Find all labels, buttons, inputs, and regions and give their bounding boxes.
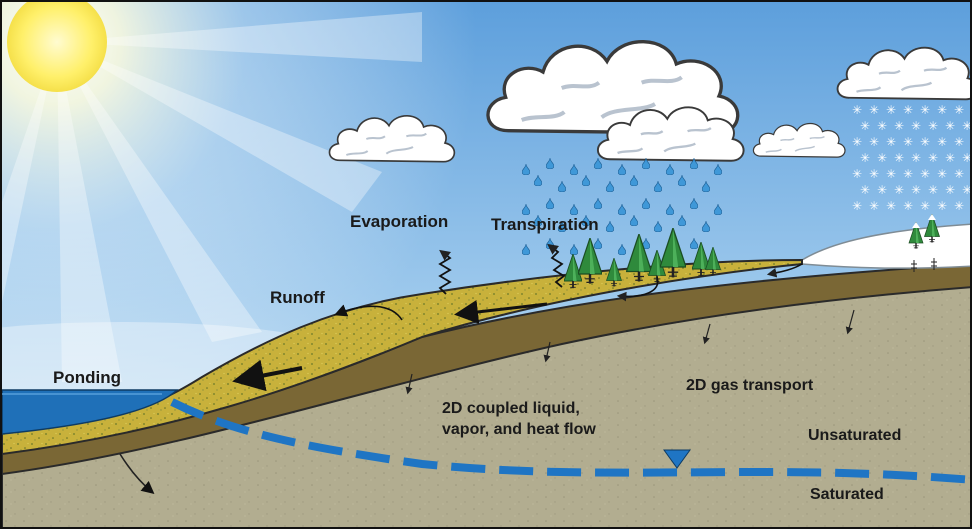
snowflake-icon: ✳ — [920, 103, 930, 117]
snowflake-icon: ✳ — [928, 183, 938, 197]
snowflake-icon: ✳ — [852, 167, 862, 181]
overland-flow-arrow-icon — [616, 276, 659, 302]
snowflake-icon: ✳ — [869, 103, 879, 117]
snowflake-icon: ✳ — [920, 135, 930, 149]
snowflake-icon: ✳ — [954, 199, 964, 213]
snowflake-icon: ✳ — [911, 151, 921, 165]
transpiration-label: Transpiration — [491, 215, 599, 234]
snowflake-icon: ✳ — [920, 199, 930, 213]
ponding-label: Ponding — [53, 368, 121, 387]
snowflake-icon: ✳ — [937, 199, 947, 213]
pond-water — [2, 389, 179, 435]
snowflake-icon: ✳ — [945, 183, 955, 197]
coupled-flow-label-line1: 2D coupled liquid, — [442, 400, 580, 417]
snowflake-icon: ✳ — [894, 183, 904, 197]
snowflake-icon: ✳ — [869, 135, 879, 149]
snowflake-icon: ✳ — [869, 167, 879, 181]
runoff-label: Runoff — [270, 288, 325, 307]
transpiration-arrow-icon — [547, 243, 566, 288]
snowflake-icon: ✳ — [894, 119, 904, 133]
snowflake-icon: ✳ — [937, 135, 947, 149]
snowflake-icon: ✳ — [852, 135, 862, 149]
snowflake-icon: ✳ — [860, 151, 870, 165]
snowflake-icon: ✳ — [954, 167, 964, 181]
snowflake-icon: ✳ — [962, 119, 972, 133]
evaporation-arrow-icon — [438, 249, 452, 295]
arrow-icon — [543, 341, 551, 363]
saturated-zone-label: Saturated — [810, 486, 884, 503]
snowflake-icon: ✳ — [886, 167, 896, 181]
sun-icon — [7, 2, 107, 92]
snowflake-icon: ✳ — [860, 119, 870, 133]
arrow-icon — [845, 309, 855, 335]
infiltration-arrows — [119, 309, 855, 495]
snowflake-icon: ✳ — [962, 183, 972, 197]
snowflake-icon: ✳ — [937, 103, 947, 117]
snowflake-icon: ✳ — [886, 103, 896, 117]
overland-flow-arrow-icon — [454, 300, 548, 324]
snowflake-icon: ✳ — [903, 135, 913, 149]
snowflake-icon: ✳ — [954, 135, 964, 149]
snowflake-icon: ✳ — [852, 199, 862, 213]
overland-flow-arrow-icon — [232, 359, 303, 392]
water-table-marker-icon — [663, 449, 691, 469]
sun-rays — [2, 12, 422, 382]
snowflake-icon: ✳ — [886, 199, 896, 213]
snowflake-icon: ✳ — [945, 119, 955, 133]
snowflake-icon: ✳ — [903, 199, 913, 213]
snowflake-icon: ✳ — [903, 167, 913, 181]
snowflake-icon: ✳ — [962, 151, 972, 165]
snowflake-icon: ✳ — [945, 151, 955, 165]
snowflake-icon: ✳ — [886, 135, 896, 149]
gas-transport-label: 2D gas transport — [686, 377, 814, 394]
snowflake-icon: ✳ — [911, 183, 921, 197]
snowflake-icon: ✳ — [860, 183, 870, 197]
snowflake-icon: ✳ — [920, 167, 930, 181]
snowflake-icon: ✳ — [903, 103, 913, 117]
snowflake-icon: ✳ — [877, 183, 887, 197]
evaporation-label: Evaporation — [350, 212, 449, 231]
snowflake-icon: ✳ — [894, 151, 904, 165]
snowfall: ✳ ✳ ✳ ✳ ✳ ✳ ✳ ✳ ✳ ✳ ✳ ✳ ✳ ✳ ✳ ✳ ✳ ✳ ✳ ✳ ✳ ✳ ✳ ✳ ✳ ✳ ✳ ✳ ✳ ✳ ✳ ✳ ✳ ✳ ✳ ✳ ✳ ✳ ✳ ✳… — [852, 103, 972, 213]
snowflake-icon: ✳ — [928, 119, 938, 133]
snow-roots — [911, 258, 937, 272]
snowflake-icon: ✳ — [877, 119, 887, 133]
snowflake-icon: ✳ — [954, 103, 964, 117]
runoff-arrow-icon — [334, 304, 403, 321]
snowflake-icon: ✳ — [852, 103, 862, 117]
snowflake-icon: ✳ — [911, 119, 921, 133]
arrow-icon — [119, 453, 155, 495]
unsaturated-zone-label: Unsaturated — [808, 427, 902, 444]
water-table-line — [170, 398, 970, 484]
snowflake-icon: ✳ — [928, 151, 938, 165]
snowflake-icon: ✳ — [937, 167, 947, 181]
snowflake-icon: ✳ — [877, 151, 887, 165]
arrow-icon — [702, 323, 711, 345]
snowflake-icon: ✳ — [869, 199, 879, 213]
coupled-flow-label-line2: vapor, and heat flow — [442, 421, 596, 438]
arrow-icon — [405, 373, 413, 395]
topsoil-layer — [2, 258, 803, 456]
snowmelt-arrow-icon — [766, 263, 803, 278]
